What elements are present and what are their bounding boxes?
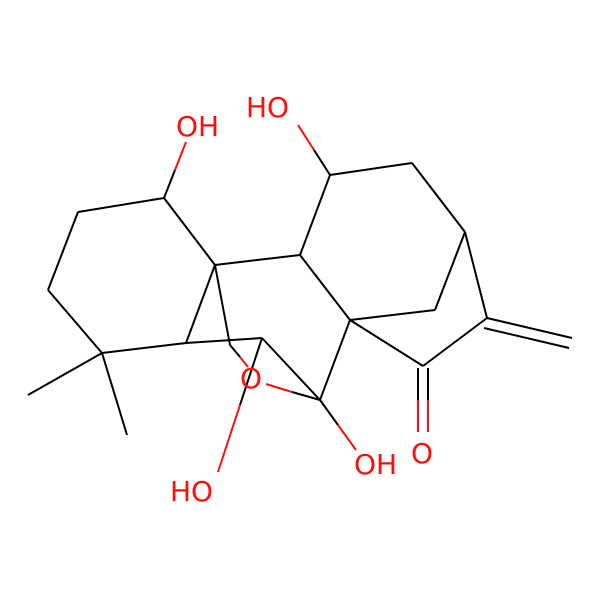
bond [163, 197, 216, 266]
bond [261, 337, 321, 401]
hydroxyl-label: HO [170, 475, 213, 508]
bond [313, 149, 331, 176]
bond [185, 264, 216, 344]
hydroxyl-label: OH [176, 110, 219, 143]
bond [319, 399, 339, 426]
bond [101, 352, 128, 436]
carbonyl-oxygen-label: O [411, 437, 433, 470]
bond [329, 162, 413, 176]
bond [319, 319, 351, 401]
bond [239, 356, 249, 368]
bond [214, 264, 231, 346]
bond [434, 231, 466, 311]
bond [27, 352, 103, 396]
bond [185, 337, 263, 344]
bond [349, 309, 436, 321]
bond [297, 124, 315, 151]
bond [349, 319, 424, 367]
bond [174, 141, 187, 171]
bond [101, 342, 187, 354]
bond [47, 211, 79, 291]
bond [299, 254, 351, 321]
bond [291, 391, 321, 401]
bond [464, 231, 488, 319]
atom-labels: OH HO O OH O HO [170, 91, 433, 508]
hydroxyl-label: HO [246, 91, 289, 124]
bond [239, 337, 263, 406]
ring-oxygen-label: O [240, 362, 262, 395]
oxygen-bonds [163, 124, 429, 473]
bond [411, 162, 466, 233]
bond [299, 174, 331, 256]
bond [422, 317, 488, 367]
double-bond [486, 317, 573, 339]
bond [337, 424, 357, 451]
bond [47, 289, 103, 354]
bond [77, 197, 165, 213]
bond [163, 169, 176, 199]
double-bond [483, 327, 570, 349]
bond [217, 404, 241, 473]
hydroxyl-label: OH [354, 448, 397, 481]
carbon-bonds [27, 162, 573, 436]
bond [265, 383, 293, 393]
bond [214, 254, 301, 266]
bond [229, 344, 241, 358]
